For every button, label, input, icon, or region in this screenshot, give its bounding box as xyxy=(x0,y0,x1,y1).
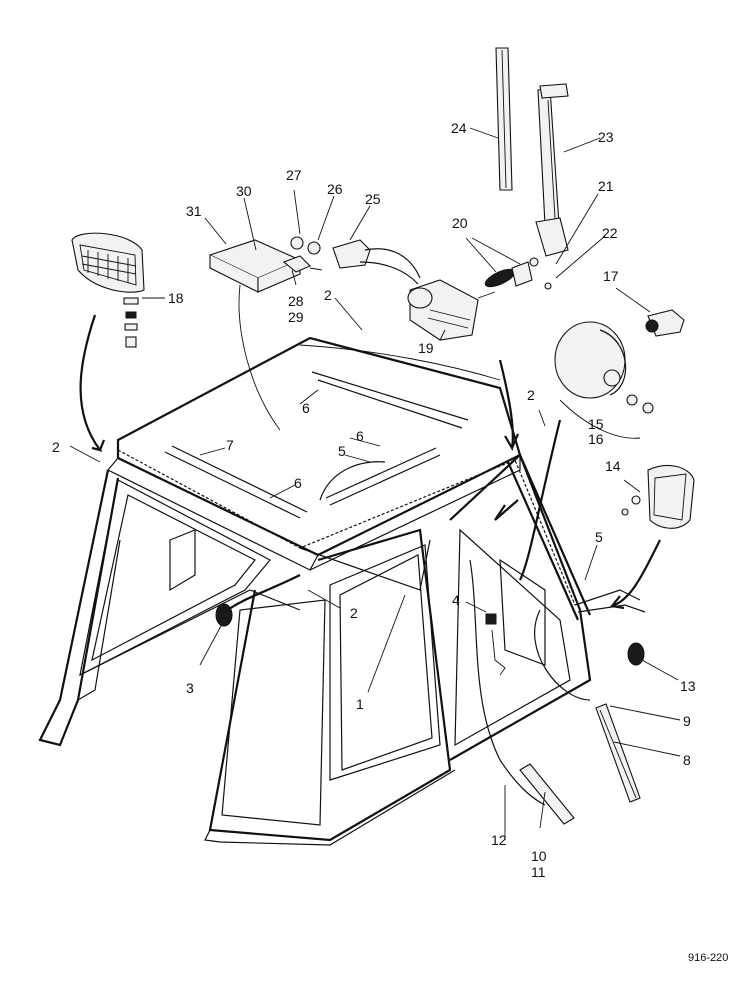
grommet-right xyxy=(627,642,645,666)
callout-10: 10 xyxy=(531,848,547,864)
routing-arrows xyxy=(494,359,562,581)
callout-26: 26 xyxy=(327,181,343,197)
callout-4: 4 xyxy=(452,592,460,608)
callout-30: 30 xyxy=(236,183,252,199)
callout-6-front: 6 xyxy=(356,428,364,444)
work-lamp xyxy=(71,232,145,452)
callout-2-door: 2 xyxy=(350,605,358,621)
callout-9: 9 xyxy=(683,713,691,729)
callout-5-roof: 5 xyxy=(338,443,346,459)
callout-8: 8 xyxy=(683,752,691,768)
callout-7: 7 xyxy=(226,437,234,453)
callout-24: 24 xyxy=(451,120,467,136)
grommet-left xyxy=(215,574,301,627)
callout-20: 20 xyxy=(452,215,468,231)
wiper-arm xyxy=(484,83,569,290)
callout-2-top: 2 xyxy=(324,287,332,303)
callout-16: 16 xyxy=(588,431,604,447)
wiper-motor xyxy=(290,236,501,381)
callout-19: 19 xyxy=(418,340,434,356)
callout-2-left: 2 xyxy=(52,439,60,455)
rotary-switch xyxy=(645,309,685,337)
callout-1: 1 xyxy=(356,696,364,712)
callout-22: 22 xyxy=(602,225,618,241)
wiring-harness xyxy=(117,449,646,806)
callout-12: 12 xyxy=(491,832,507,848)
cab-frame xyxy=(38,453,592,846)
callout-29: 29 xyxy=(288,309,304,325)
callout-17: 17 xyxy=(603,268,619,284)
wiper-blade xyxy=(495,47,513,191)
head-lamp xyxy=(554,321,654,439)
callout-21: 21 xyxy=(598,178,614,194)
callout-18: 18 xyxy=(168,290,184,306)
callout-6-side: 6 xyxy=(294,475,302,491)
leader-lines xyxy=(69,127,681,840)
callout-13: 13 xyxy=(680,678,696,694)
side-lamp xyxy=(608,465,695,610)
callout-25: 25 xyxy=(365,191,381,207)
support-bracket xyxy=(519,703,641,825)
callout-11: 11 xyxy=(531,864,546,880)
callout-6-rear: 6 xyxy=(302,400,310,416)
callout-5-right: 5 xyxy=(595,529,603,545)
callout-15: 15 xyxy=(588,416,604,432)
callout-2-right: 2 xyxy=(527,387,535,403)
callout-14: 14 xyxy=(605,458,621,474)
figure-reference: 916-220 xyxy=(688,952,728,964)
panel-switch xyxy=(485,613,506,676)
callout-31: 31 xyxy=(186,203,202,219)
callout-27: 27 xyxy=(286,167,302,183)
cab-roof xyxy=(107,336,522,571)
callout-23: 23 xyxy=(598,129,614,145)
callout-28: 28 xyxy=(288,293,304,309)
callout-3: 3 xyxy=(186,680,194,696)
interior-lamp xyxy=(208,239,323,431)
callout-labels: 1 2 2 2 2 3 4 5 5 6 6 6 7 8 9 10 11 12 1… xyxy=(52,120,696,880)
